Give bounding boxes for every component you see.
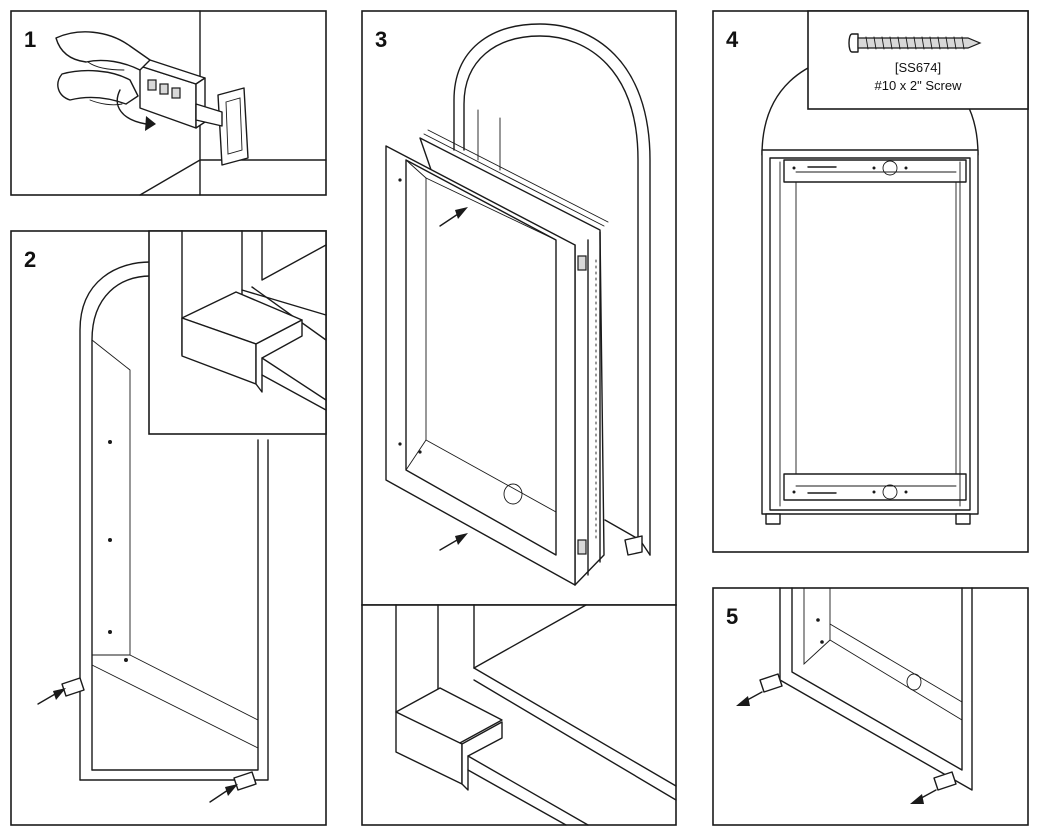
step-number-1: 1 — [24, 27, 36, 52]
screw-callout: [SS674] #10 x 2" Screw — [807, 10, 1029, 110]
cabinet-front-view — [761, 51, 979, 525]
cabinet-corner-detail — [361, 604, 677, 826]
screw-description: #10 x 2" Screw — [875, 78, 963, 93]
panel-step-3: 3 — [361, 10, 677, 826]
cabinet-insertion-illustration — [385, 23, 651, 586]
bracket-right — [233, 771, 257, 791]
screw-part-number: [SS674] — [895, 60, 941, 75]
hinge-release-illustration — [55, 10, 327, 196]
bracket-removal-illustration — [736, 587, 973, 804]
step-number-2: 2 — [24, 247, 36, 272]
panel-step-5: 5 — [712, 587, 1029, 826]
step-number-4: 4 — [726, 27, 739, 52]
bracket-left — [61, 677, 85, 697]
bracket-detail-inset — [148, 230, 327, 435]
step-number-5: 5 — [726, 604, 738, 629]
bracket-left — [759, 673, 783, 693]
step-number-3: 3 — [375, 27, 387, 52]
screw-icon — [848, 33, 982, 53]
panel-step-4: 4 — [712, 10, 1029, 553]
recessed-opening-illustration — [37, 261, 281, 803]
panel-step-2: 2 — [10, 230, 327, 826]
panel-step-1: 1 — [10, 10, 327, 196]
bracket-right — [933, 771, 957, 791]
rotate-arrow-icon — [116, 89, 147, 125]
